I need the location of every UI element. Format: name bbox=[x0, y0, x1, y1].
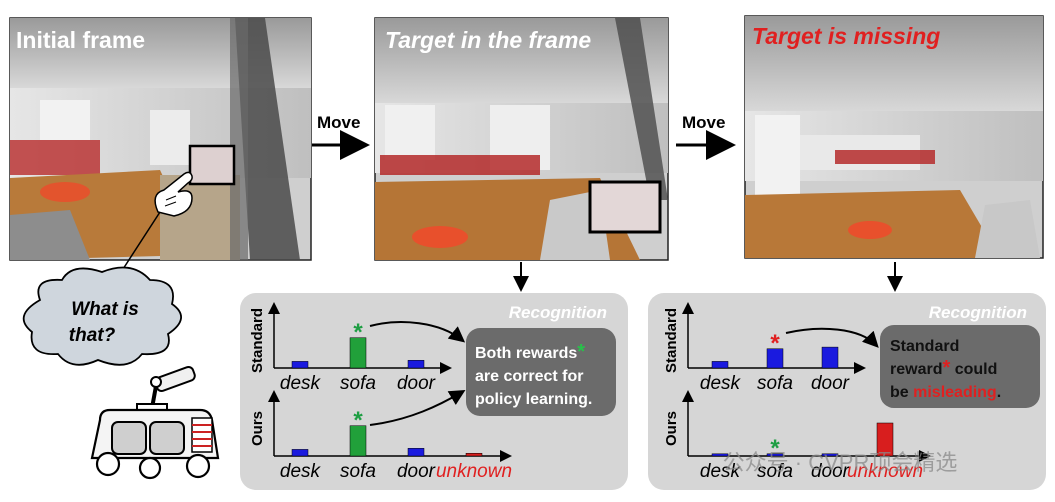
pointing-hand-icon bbox=[154, 171, 193, 217]
curve-arrow-left-top bbox=[369, 321, 466, 343]
left-star-0: * bbox=[353, 319, 363, 346]
right-star-1: * bbox=[770, 435, 780, 462]
left-tick-0-sofa: sofa bbox=[340, 373, 376, 394]
right-row-label-1: Ours bbox=[663, 411, 680, 446]
left-bar-0-door bbox=[407, 360, 425, 369]
right-bar-1-desk bbox=[711, 453, 729, 457]
left-star-1: * bbox=[353, 407, 363, 434]
move-label-2: Move bbox=[682, 113, 725, 132]
left-row-label-0: Standard bbox=[249, 308, 266, 373]
note-left-line-1: Both rewards* bbox=[475, 341, 585, 363]
left-row-standard: Standard desk sofa * door bbox=[249, 302, 452, 394]
right-bar-1-door bbox=[821, 453, 839, 457]
right-tick-1-unknown: unknown bbox=[847, 461, 923, 482]
note-right-line-2: reward* could bbox=[890, 357, 997, 379]
target-in-frame-panel: Target in the frame bbox=[374, 17, 669, 261]
initial-frame-title: Initial frame bbox=[16, 27, 145, 53]
recognition-header-left: Recognition bbox=[509, 303, 607, 322]
move-arrow-2: Move bbox=[676, 113, 736, 160]
left-bar-1-sofa bbox=[349, 425, 367, 457]
right-tick-0-sofa: sofa bbox=[757, 373, 793, 394]
target-missing-panel: Target is missing bbox=[744, 15, 1044, 259]
watermark: 公众号 · CVPR顶会精选 bbox=[723, 450, 958, 475]
left-tick-0-door: door bbox=[397, 373, 436, 394]
right-bar-0-sofa bbox=[766, 348, 784, 369]
left-tick-1-desk: desk bbox=[280, 461, 322, 482]
note-right-line-3: be misleading. bbox=[890, 384, 1001, 401]
speech-line-2: that? bbox=[69, 325, 116, 346]
left-bar-1-desk bbox=[291, 449, 309, 457]
robot-icon bbox=[90, 365, 220, 480]
recognition-header-right: Recognition bbox=[929, 303, 1027, 322]
curve-arrow-right bbox=[785, 327, 879, 348]
left-row-label-1: Ours bbox=[249, 411, 266, 446]
left-tick-1-unknown: unknown bbox=[436, 461, 512, 482]
right-tick-0-door: door bbox=[811, 373, 850, 394]
note-left-line-2: are correct for bbox=[475, 368, 584, 385]
left-bar-0-sofa bbox=[349, 337, 367, 369]
left-bar-1-door bbox=[407, 448, 425, 457]
left-bar-0-desk bbox=[291, 361, 309, 369]
right-tick-1-door: door bbox=[811, 461, 850, 482]
left-tick-1-door: door bbox=[397, 461, 436, 482]
right-star-0: * bbox=[770, 330, 780, 357]
right-bar-0-door bbox=[821, 346, 839, 369]
left-tick-1-sofa: sofa bbox=[340, 461, 376, 482]
right-tick-0-desk: desk bbox=[700, 373, 742, 394]
initial-frame-panel: Initial frame bbox=[9, 17, 312, 261]
left-tick-0-desk: desk bbox=[280, 373, 322, 394]
speech-line-1: What is bbox=[71, 299, 139, 320]
note-box-left bbox=[466, 328, 616, 416]
right-tick-1-sofa: sofa bbox=[757, 461, 793, 482]
target-box-in-frame bbox=[588, 180, 662, 234]
right-row-standard: Standard desk sofa * door bbox=[663, 302, 866, 394]
curve-arrow-left-bottom bbox=[369, 389, 466, 426]
note-right-line-1: Standard bbox=[890, 338, 959, 355]
note-left-line-3: policy learning. bbox=[475, 391, 592, 408]
move-label-1: Move bbox=[317, 113, 360, 132]
left-bar-1-unknown bbox=[465, 453, 483, 457]
move-arrow-1: Move bbox=[312, 113, 370, 160]
target-box-initial bbox=[188, 144, 236, 186]
target-missing-title: Target is missing bbox=[752, 23, 940, 49]
right-bar-1-sofa bbox=[766, 453, 784, 457]
right-bar-0-desk bbox=[711, 361, 729, 369]
speech-bubble: What is that? bbox=[22, 211, 182, 366]
right-bar-1-unknown bbox=[876, 422, 894, 457]
target-in-frame-title: Target in the frame bbox=[385, 27, 591, 53]
right-row-label-0: Standard bbox=[663, 308, 680, 373]
right-tick-1-desk: desk bbox=[700, 461, 742, 482]
note-box-right bbox=[880, 325, 1040, 408]
